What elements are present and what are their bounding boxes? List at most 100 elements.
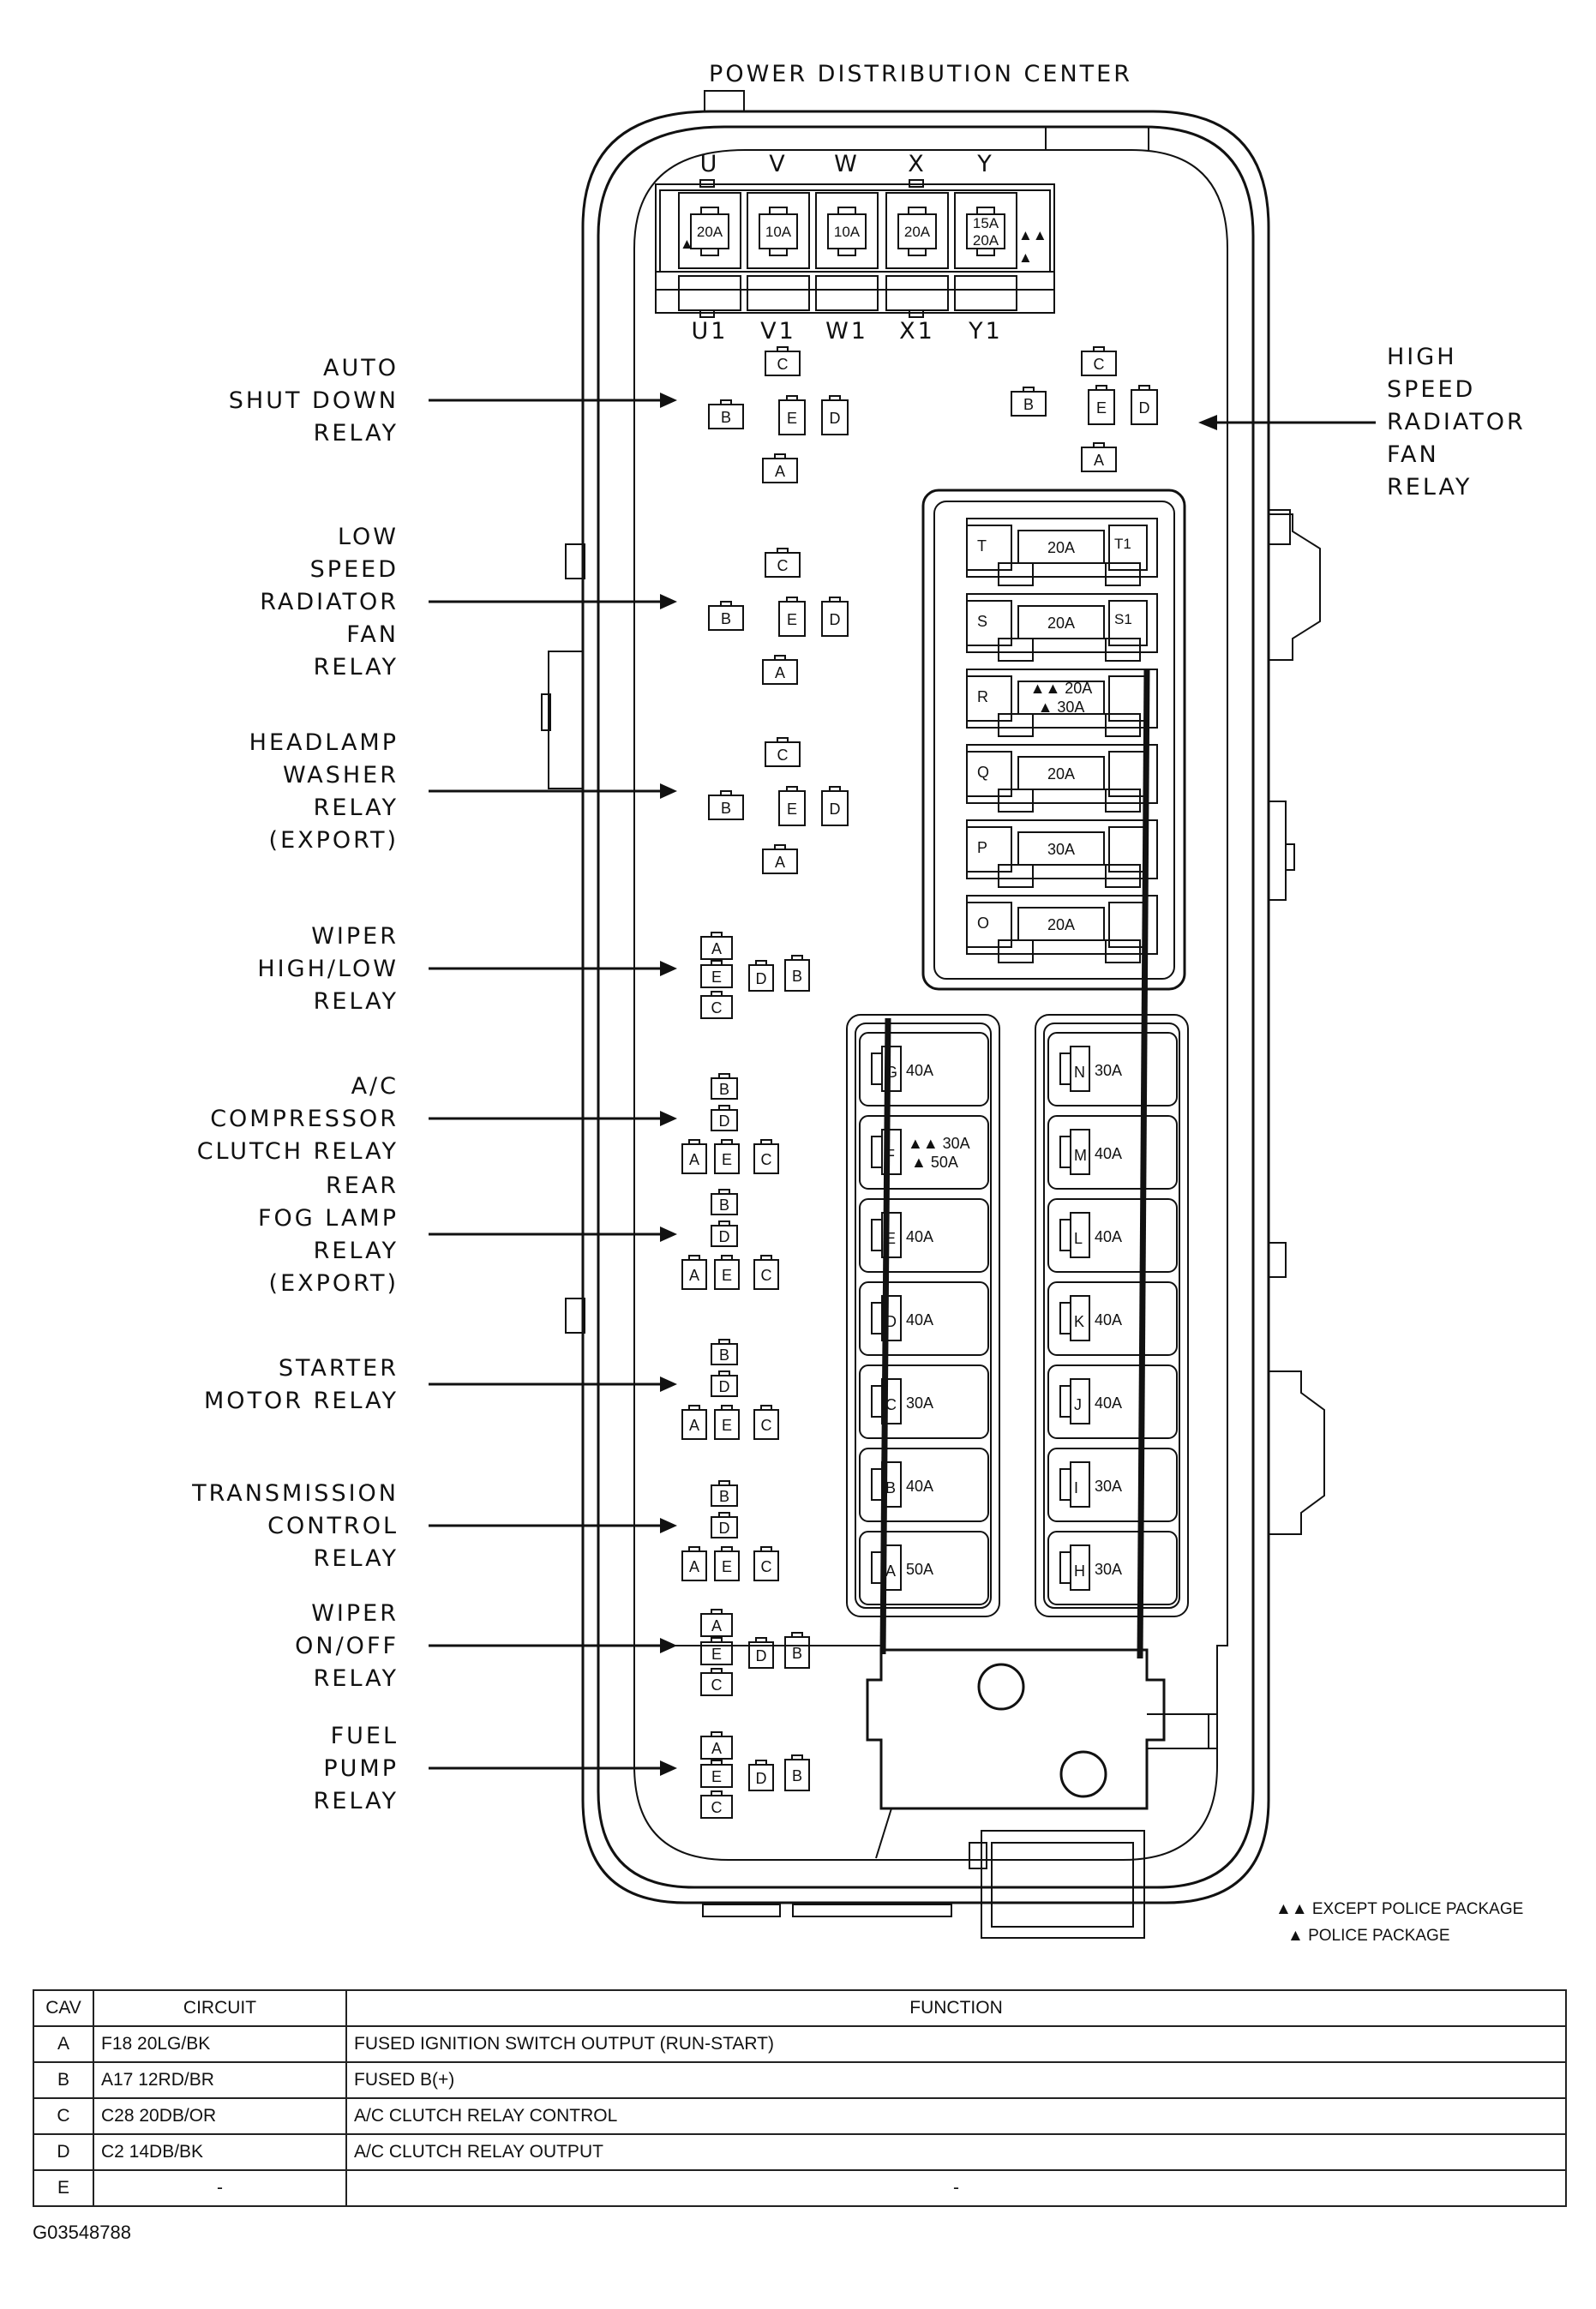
- svg-text:T: T: [977, 537, 987, 555]
- svg-text:D: D: [719, 1520, 730, 1537]
- bus-bar-module: [634, 668, 1217, 1859]
- svg-text:PUMP: PUMP: [323, 1755, 399, 1782]
- pin-e: E: [778, 786, 806, 826]
- svg-text:(EXPORT): (EXPORT): [269, 1270, 399, 1297]
- svg-text:FOG LAMP: FOG LAMP: [258, 1205, 399, 1232]
- svg-text:FUEL: FUEL: [331, 1723, 399, 1749]
- svg-text:B: B: [1023, 396, 1034, 413]
- svg-text:B: B: [721, 610, 731, 627]
- legend: ▲▲ EXCEPT POLICE PACKAGE ▲ POLICE PACKAG…: [1275, 1900, 1523, 1945]
- svg-text:FAN: FAN: [1387, 441, 1439, 468]
- svg-text:40A: 40A: [1095, 1311, 1122, 1328]
- pin-c: C: [765, 737, 801, 767]
- svg-text:S: S: [977, 613, 987, 630]
- pin-d: D: [711, 1370, 738, 1397]
- svg-text:REAR: REAR: [326, 1172, 399, 1199]
- pin-e: E: [700, 1760, 733, 1788]
- svg-text:20A: 20A: [973, 232, 999, 249]
- pin-a: A: [700, 1609, 733, 1637]
- pin-a: A: [681, 1546, 707, 1581]
- svg-text:B: B: [721, 409, 731, 426]
- svg-text:D: D: [719, 1113, 730, 1130]
- pin-c: C: [753, 1546, 779, 1581]
- svg-text:WASHER: WASHER: [283, 762, 399, 789]
- svg-text:10A: 10A: [834, 224, 861, 240]
- svg-text:40A: 40A: [1095, 1394, 1122, 1412]
- pin-d: D: [711, 1220, 738, 1247]
- svg-text:O: O: [977, 915, 989, 932]
- pin-b: B: [784, 1754, 810, 1791]
- pin-e: E: [714, 1139, 740, 1174]
- svg-text:R: R: [977, 688, 988, 705]
- svg-text:FAN: FAN: [346, 621, 399, 648]
- svg-text:C: C: [777, 557, 789, 574]
- svg-text:A: A: [689, 1417, 699, 1434]
- svg-text:RELAY: RELAY: [314, 1788, 399, 1814]
- svg-text:A: A: [775, 463, 785, 480]
- pin-b: B: [711, 1073, 738, 1100]
- svg-text:RELAY: RELAY: [314, 988, 399, 1015]
- svg-text:30A: 30A: [1047, 841, 1075, 858]
- svg-text:U: U: [700, 151, 720, 177]
- table-header-row: CAV CIRCUIT FUNCTION: [33, 1989, 1567, 2027]
- svg-text:D: D: [756, 970, 767, 987]
- pin-c: C: [1081, 346, 1117, 376]
- svg-text:B: B: [792, 1767, 802, 1784]
- svg-text:A: A: [1094, 452, 1104, 469]
- svg-text:LOW: LOW: [338, 524, 399, 550]
- svg-text:B: B: [792, 1645, 802, 1662]
- svg-text:COMPRESSOR: COMPRESSOR: [210, 1106, 399, 1132]
- pin-c: C: [700, 991, 733, 1019]
- svg-text:40A: 40A: [906, 1228, 933, 1245]
- legend-police: ▲ POLICE PACKAGE: [1287, 1927, 1450, 1945]
- svg-text:E: E: [722, 1558, 732, 1575]
- svg-text:AUTO: AUTO: [323, 355, 399, 381]
- svg-text:CONTROL: CONTROL: [267, 1513, 399, 1539]
- svg-text:W1: W1: [825, 318, 868, 345]
- svg-text:30A: 30A: [906, 1394, 933, 1412]
- svg-text:CLUTCH RELAY: CLUTCH RELAY: [197, 1138, 399, 1165]
- cell-cav: B: [33, 2061, 94, 2099]
- housing-outline: [541, 90, 1325, 1939]
- svg-text:M: M: [1074, 1147, 1087, 1164]
- svg-text:HIGH/LOW: HIGH/LOW: [257, 956, 399, 982]
- svg-text:20A: 20A: [697, 224, 723, 240]
- pin-a: A: [681, 1255, 707, 1290]
- svg-text:P: P: [977, 839, 987, 856]
- svg-text:I: I: [1074, 1479, 1078, 1496]
- svg-text:A: A: [689, 1151, 699, 1168]
- pin-a: A: [762, 655, 798, 685]
- svg-text:E: E: [722, 1417, 732, 1434]
- svg-text:B: B: [719, 1196, 729, 1214]
- pin-b: B: [711, 1480, 738, 1507]
- svg-text:40A: 40A: [906, 1062, 933, 1079]
- svg-text:E: E: [1096, 399, 1107, 417]
- pin-a: A: [762, 453, 798, 483]
- svg-text:V1: V1: [760, 318, 796, 345]
- cell-function: A/C CLUTCH RELAY OUTPUT: [345, 2133, 1567, 2171]
- svg-text:A: A: [711, 1740, 722, 1757]
- svg-text:B: B: [719, 1346, 729, 1364]
- svg-text:D: D: [756, 1647, 767, 1664]
- top-fuse: 10A: [815, 192, 879, 311]
- figure-id: G03548788: [33, 2222, 131, 2243]
- cell-circuit: A17 12RD/BR: [93, 2061, 347, 2099]
- svg-text:C: C: [761, 1558, 772, 1575]
- svg-text:C: C: [761, 1151, 772, 1168]
- pin-c: C: [700, 1668, 733, 1696]
- svg-text:▲: ▲: [1018, 249, 1033, 266]
- svg-text:B: B: [719, 1081, 729, 1098]
- svg-text:A: A: [711, 1617, 722, 1634]
- pin-c: C: [753, 1405, 779, 1440]
